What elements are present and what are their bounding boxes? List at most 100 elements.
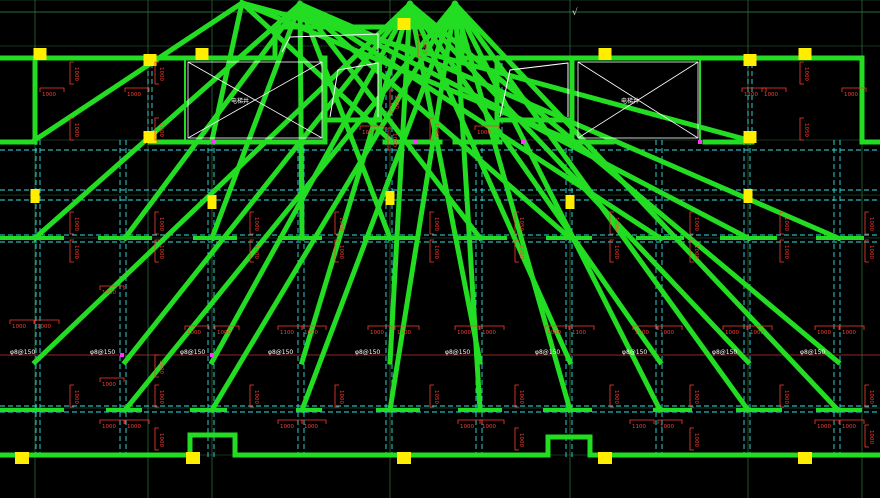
dim-bracket (841, 87, 867, 92)
dim-bracket (69, 117, 74, 141)
dim-value: 1000 (158, 67, 164, 81)
dim-bracket (479, 419, 505, 424)
dim-value: 1000 (842, 424, 856, 430)
elevator-shaft-left (187, 61, 323, 139)
dim-bracket (394, 325, 420, 330)
dim-value: 1000 (391, 133, 397, 147)
dim-bracket (689, 211, 694, 235)
dim-bracket (747, 325, 773, 330)
column-marker (743, 131, 757, 143)
columns (15, 18, 812, 464)
dim-value: 1000 (868, 430, 874, 444)
dim-bracket (864, 384, 869, 408)
wall-segment (452, 1, 483, 413)
dim-bracket (814, 419, 840, 424)
dim-bracket (99, 377, 125, 382)
dim-value: 1000 (338, 217, 344, 231)
dim-bracket (154, 427, 159, 451)
elevator-shaft-right (577, 61, 699, 139)
dim-value: 1000 (477, 130, 491, 136)
dim-value: 1000 (433, 217, 439, 231)
dim-bracket (457, 419, 483, 424)
dim-bracket (761, 87, 787, 92)
wall-segment (406, 0, 752, 366)
dim-value: 1000 (482, 424, 496, 430)
dim-value: 1100 (572, 330, 586, 336)
wall-segment (31, 0, 246, 144)
dim-bracket (514, 211, 519, 235)
dim-bracket (334, 384, 339, 408)
dim-value: 1000 (158, 123, 164, 137)
dim-value: 1000 (660, 330, 674, 336)
dim-value: 1000 (433, 123, 439, 137)
slab-label: φ8@150 (445, 349, 470, 356)
dim-bracket (657, 419, 683, 424)
dim-bracket (69, 61, 74, 85)
elevator-shafts (187, 33, 699, 139)
wall-segment (121, 0, 414, 366)
node-marker (120, 353, 124, 357)
dim-value: 1000 (73, 67, 79, 81)
wall-segment (298, 0, 459, 414)
dim-value: 1000 (660, 424, 674, 430)
dim-bracket (722, 325, 748, 330)
stair-sketch (499, 62, 569, 118)
column-marker (798, 452, 812, 464)
wall-segment (387, 1, 458, 413)
dim-value: 1000 (127, 424, 141, 430)
column-marker (397, 18, 411, 30)
column-marker (397, 452, 411, 464)
wall-segment (298, 0, 414, 366)
column-marker (743, 189, 753, 203)
dim-value: 1000 (280, 424, 294, 430)
dim-value: 1000 (803, 67, 809, 81)
dim-bracket (99, 419, 125, 424)
dim-value: 1000 (393, 95, 399, 109)
node-marker (211, 140, 215, 144)
wall-segment (451, 0, 574, 414)
slab-label: φ8@150 (355, 349, 380, 356)
dim-bracket (514, 427, 519, 451)
dim-bracket (609, 211, 614, 235)
dim-value: 1000 (764, 92, 778, 98)
wall-segment (296, 0, 752, 242)
node-marker (414, 140, 418, 144)
column-marker (195, 48, 209, 60)
dim-bracket (429, 384, 434, 408)
column-marker (143, 54, 157, 66)
dim-bracket (69, 211, 74, 235)
dim-bracket (864, 239, 869, 263)
column-marker (565, 195, 575, 209)
dim-bracket (99, 285, 125, 290)
dim-value: 1000 (868, 390, 874, 404)
dim-bracket (864, 211, 869, 235)
dim-bracket (34, 319, 60, 324)
slab-label: φ8@150 (90, 349, 115, 356)
dim-value: 1000 (102, 290, 116, 296)
column-marker (30, 189, 40, 203)
dim-bracket (301, 325, 327, 330)
dim-value: 1000 (338, 390, 344, 404)
column-marker (186, 452, 200, 464)
dim-value: 1050 (518, 217, 524, 231)
dim-bracket (799, 117, 804, 141)
dim-bracket (249, 239, 254, 263)
dim-value: 1000 (127, 92, 141, 98)
dim-bracket (429, 239, 434, 263)
dim-value: 1000 (397, 330, 411, 336)
dim-value: 1000 (693, 217, 699, 231)
dim-bracket (839, 419, 865, 424)
dim-value: 1000 (868, 217, 874, 231)
dim-value: 1000 (421, 40, 427, 54)
column-marker (743, 54, 757, 66)
dim-value: 1000 (158, 390, 164, 404)
dim-bracket (799, 61, 804, 85)
dim-bracket (779, 211, 784, 235)
dim-bracket (154, 117, 159, 141)
dim-bracket (154, 61, 159, 85)
slab-label: φ8@150 (535, 349, 560, 356)
dim-value: 1000 (370, 330, 384, 336)
wall-segment (296, 0, 664, 242)
top-mark: √ (572, 7, 578, 18)
